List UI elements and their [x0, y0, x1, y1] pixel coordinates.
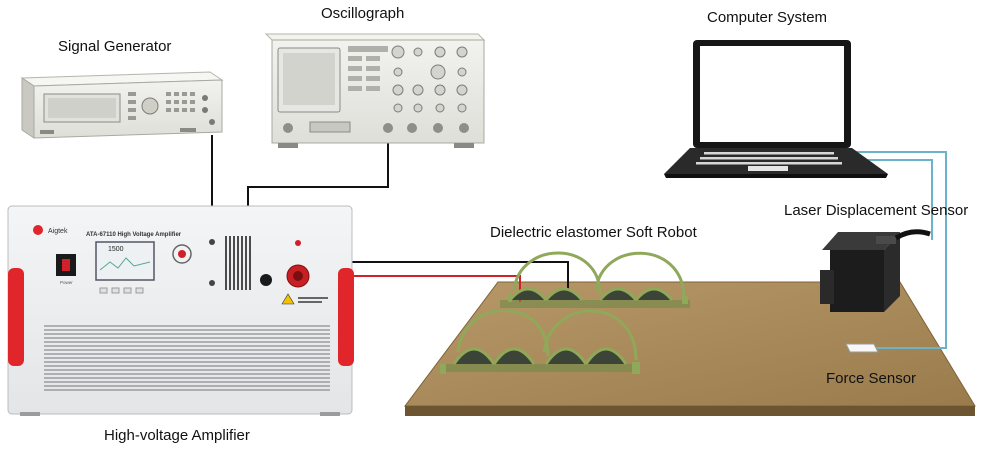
- left-handle: [8, 268, 24, 366]
- high-voltage-amplifier: Aigtek ATA-67110 High Voltage Amplifier …: [7, 205, 354, 416]
- wooden-board: [404, 281, 976, 416]
- sensor-cable-blue: [852, 151, 947, 349]
- amp-display: [95, 241, 155, 281]
- computer-system-label: Computer System: [707, 9, 828, 26]
- robot-unit-front: [440, 309, 640, 374]
- soft-robot-label: Dielectric elastomer Soft Robot: [490, 224, 697, 241]
- force-sensor: [845, 343, 879, 353]
- robot-unit-back: [500, 251, 690, 308]
- amplifier-label: High-voltage Amplifier: [104, 427, 250, 444]
- laser-sensor-label: Laser Displacement Sensor: [784, 202, 969, 219]
- signal-generator-device: [20, 71, 224, 139]
- front-vents: [44, 325, 330, 391]
- ground-terminal: [260, 274, 272, 286]
- right-handle: [338, 268, 354, 366]
- display-value: 1500: [108, 246, 124, 253]
- soft-robot: [440, 251, 690, 374]
- oscillograph-label: Oscillograph: [321, 5, 405, 22]
- force-sensor-label: Force Sensor: [826, 370, 917, 387]
- side-fins: [225, 236, 251, 290]
- brand-logo: [33, 225, 43, 235]
- laptop-computer: [664, 40, 888, 178]
- power-label: Power: [60, 280, 73, 285]
- laser-displacement-sensor: [820, 229, 931, 312]
- amp-brand: Aigtek: [48, 228, 68, 235]
- amp-model: ATA-67110 High Voltage Amplifier: [86, 232, 182, 238]
- oscillograph-device: [264, 33, 486, 148]
- signal-generator-label: Signal Generator: [58, 38, 172, 55]
